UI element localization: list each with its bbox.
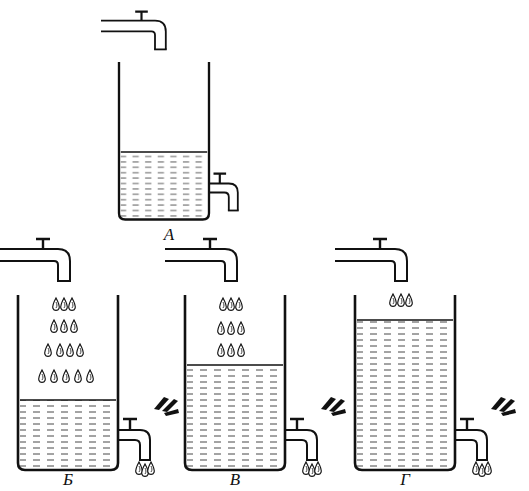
- water-drop: [61, 298, 68, 310]
- water-drop: [218, 322, 225, 334]
- figure-letter: В: [230, 471, 240, 488]
- water-drop: [228, 298, 235, 310]
- water-drop: [53, 298, 60, 310]
- tank-v: [165, 239, 346, 476]
- water-drop: [77, 344, 84, 356]
- water-drop: [238, 344, 245, 356]
- tank-a: [101, 12, 239, 220]
- water-drop: [228, 344, 235, 356]
- water-drop: [390, 294, 397, 306]
- water-drop: [218, 344, 225, 356]
- water-drop: [51, 370, 58, 382]
- water-drop: [57, 344, 64, 356]
- water-drop: [236, 298, 243, 310]
- water-drop: [61, 320, 68, 332]
- water-drops: [218, 298, 322, 476]
- water-drop: [315, 462, 322, 474]
- water-drop: [69, 298, 76, 310]
- water-drop: [220, 298, 227, 310]
- tank-b: [0, 239, 179, 476]
- water-drops: [390, 294, 492, 476]
- water-drops: [39, 298, 155, 476]
- water-drop: [39, 370, 46, 382]
- figure-letter: А: [164, 226, 174, 243]
- water-drop: [71, 320, 78, 332]
- water-drop: [485, 462, 492, 474]
- water-drop: [228, 322, 235, 334]
- water-drop: [45, 344, 52, 356]
- figure-letter: Б: [63, 471, 73, 488]
- water-drop: [75, 370, 82, 382]
- water-drop: [398, 294, 405, 306]
- water-drop: [63, 370, 70, 382]
- water-drop: [87, 370, 94, 382]
- water-drop: [67, 344, 74, 356]
- water-drop: [406, 294, 413, 306]
- tank-g: [335, 239, 516, 476]
- figure-letter: Г: [400, 471, 410, 488]
- water-drop: [51, 320, 58, 332]
- water-drop: [238, 322, 245, 334]
- water-drop: [148, 462, 155, 474]
